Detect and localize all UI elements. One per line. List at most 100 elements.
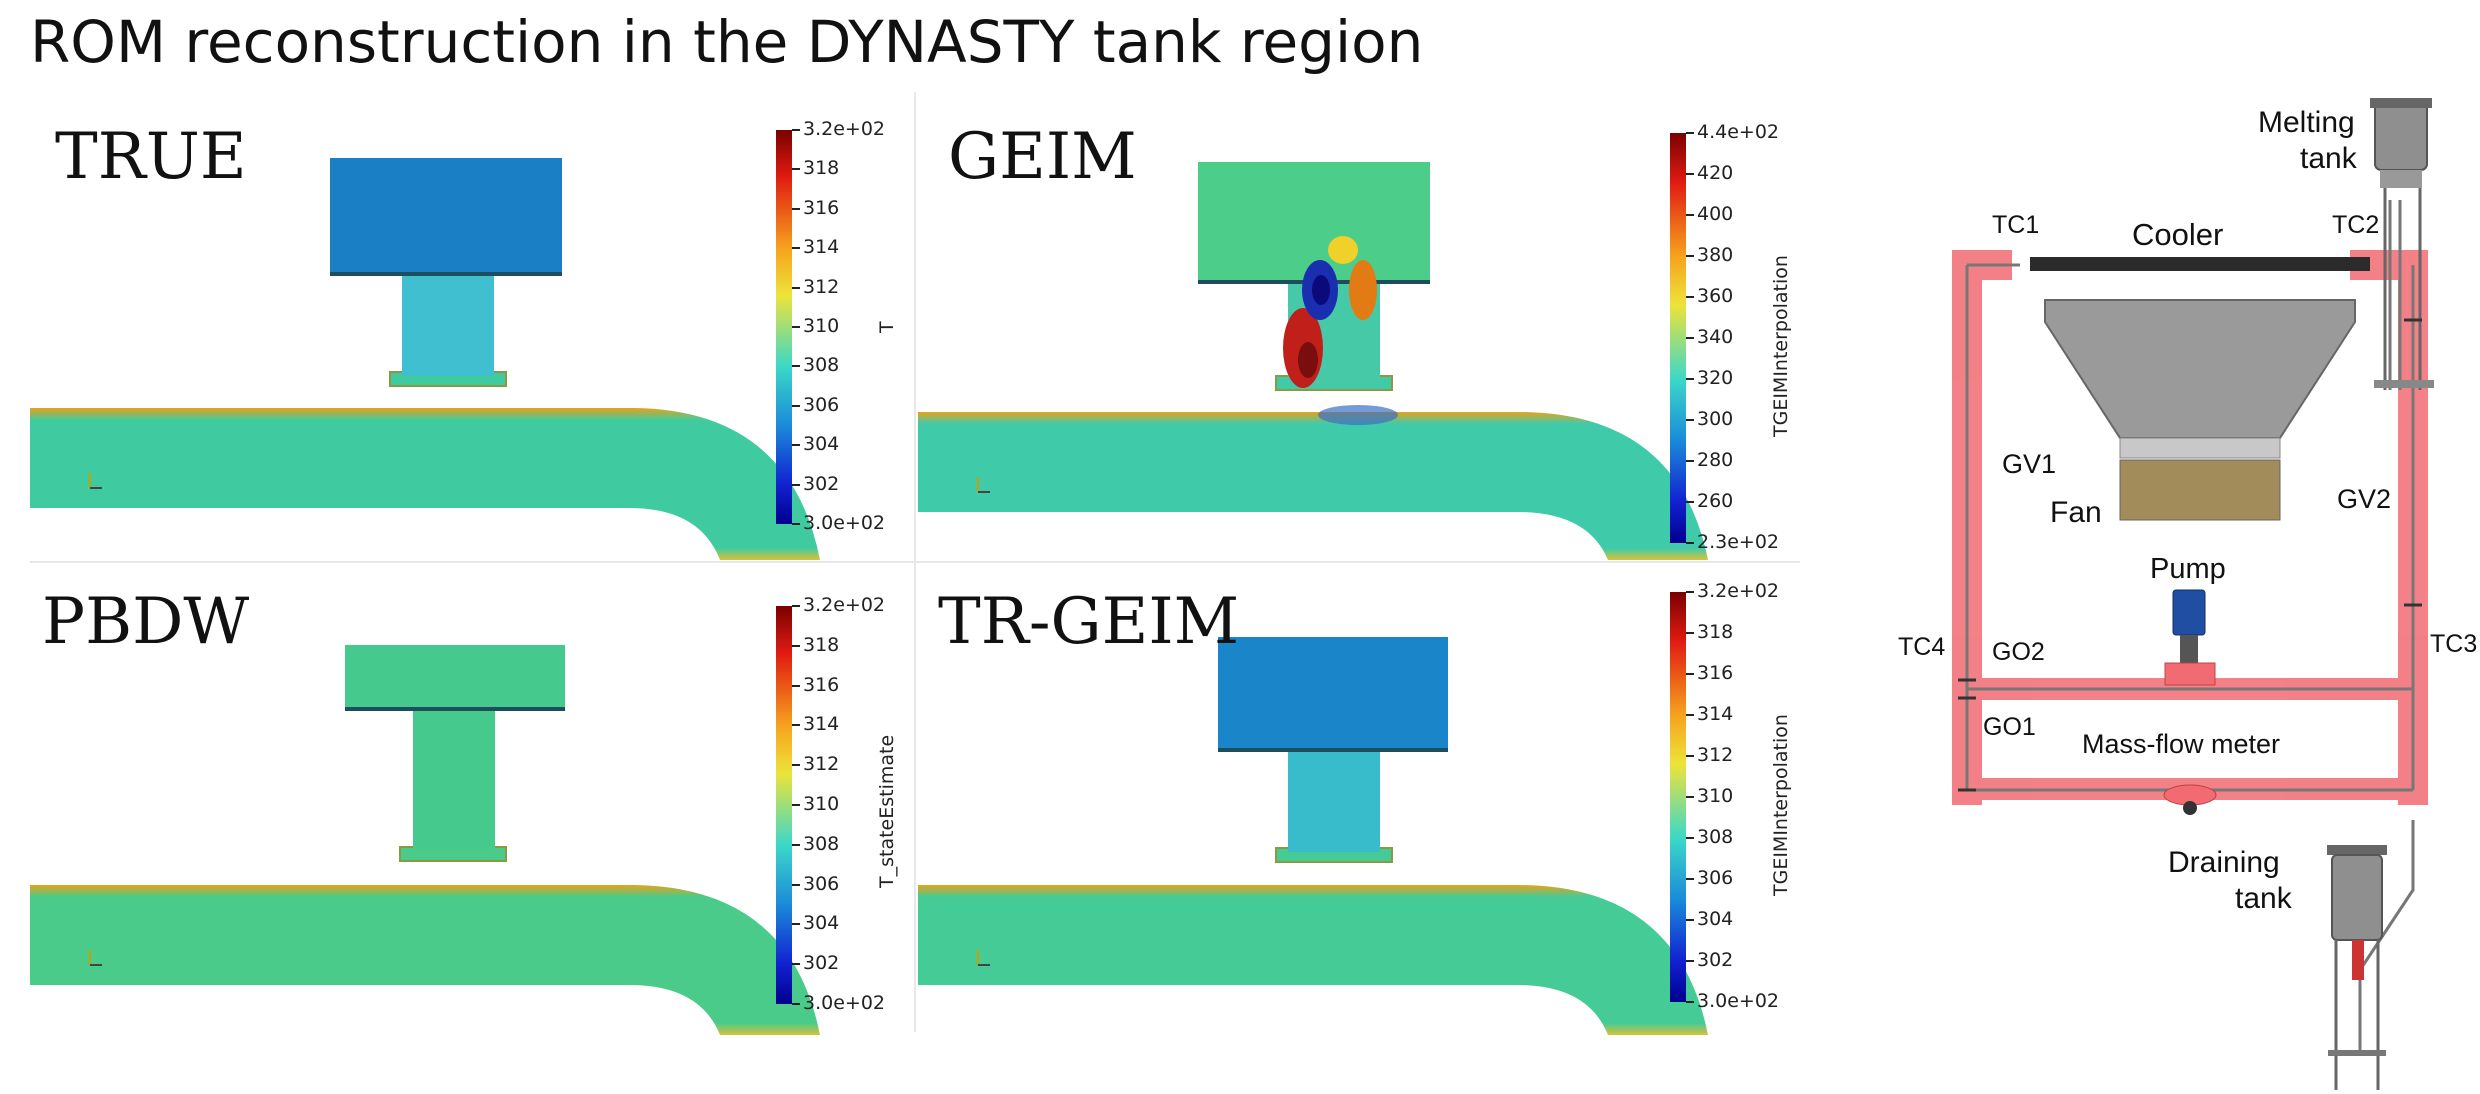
- colorbar-tick: [1686, 337, 1694, 339]
- colorbar-tick: [1686, 673, 1694, 675]
- draining-tank: [2327, 845, 2387, 1090]
- colorbar-tick-label: 302: [803, 952, 840, 975]
- mass-flow-meter-label: Mass-flow meter: [2082, 729, 2280, 759]
- colorbar-tick-label: 280: [1697, 449, 1734, 471]
- temperature-field: [30, 645, 820, 1035]
- colorbar-tick: [792, 129, 800, 131]
- colorbar-tick-label: 300: [1697, 408, 1734, 430]
- draining-tank-label-1: Draining: [2168, 846, 2280, 879]
- colorbar-gradient: [1670, 592, 1686, 1002]
- colorbar-tick-label: 314: [803, 713, 840, 736]
- colorbar-tick: [1686, 173, 1694, 175]
- colorbar-variable-label: TGEIMInterpolation: [1770, 255, 1792, 437]
- colorbar-tick: [1686, 419, 1694, 421]
- colorbar-tick-label: 312: [803, 275, 840, 298]
- colorbar-tick: [792, 883, 800, 886]
- colorbar-tick: [792, 483, 800, 486]
- colorbar-tick: [1686, 501, 1694, 503]
- colorbar-tick: [1686, 378, 1694, 380]
- colorbar-tick-label: 304: [803, 433, 840, 456]
- colorbar-tick-label: 304: [1697, 908, 1734, 930]
- colorbar-tick-label: 318: [1697, 621, 1734, 643]
- colorbar-tick: [792, 404, 800, 407]
- colorbar-tick: [1686, 837, 1694, 839]
- draining-tank-label-2: tank: [2235, 882, 2293, 915]
- colorbar-tick-label: 310: [1697, 785, 1734, 807]
- melting-tank-label-2: tank: [2300, 142, 2358, 175]
- colorbar-tick-label: 302: [803, 472, 840, 495]
- temperature-field: [918, 637, 1708, 1035]
- fan-body: [2119, 437, 2281, 459]
- piping: [1965, 200, 2415, 1050]
- colorbar-tick-label: 3.0e+02: [803, 512, 886, 534]
- colorbar-tick-label: 310: [803, 793, 840, 815]
- colorbar-tick-label: 3.0e+02: [1697, 990, 1780, 1012]
- colorbar-tick: [792, 804, 800, 806]
- colorbar-tick: [792, 207, 800, 210]
- panel-label: TR-GEIM: [938, 585, 1240, 659]
- horizontal-divider: [30, 561, 1800, 563]
- colorbar-tick: [792, 523, 800, 525]
- colorbar-tick-label: 308: [803, 832, 840, 855]
- colorbar-tick-label: 312: [1697, 744, 1734, 766]
- colorbar-tick: [792, 1003, 800, 1005]
- colorbar-tick: [1686, 542, 1694, 544]
- cooler-label: Cooler: [2132, 217, 2223, 252]
- colorbar-tick-label: 3.2e+02: [1697, 580, 1780, 602]
- colorbar-tick: [1686, 1001, 1694, 1003]
- colorbar-tick-label: 420: [1697, 162, 1734, 184]
- colorbar-tick-label: 306: [803, 393, 840, 416]
- panel-pbdw: PBDW: [30, 565, 910, 1035]
- fan-hood: [2044, 299, 2356, 439]
- colorbar-tick: [1686, 591, 1694, 593]
- colorbar-tick-label: 360: [1697, 285, 1734, 307]
- panel-true: TRUE: [30, 90, 910, 560]
- colorbar-tick-label: 380: [1697, 244, 1734, 266]
- colorbar-tick-label: 318: [803, 633, 840, 656]
- cooler-coil: [2030, 257, 2370, 271]
- colorbar-tick: [1686, 796, 1694, 798]
- colorbar-tick: [1686, 878, 1694, 880]
- melting-tank-label-1: Melting: [2258, 106, 2355, 139]
- fan-label: Fan: [2050, 496, 2102, 529]
- go1-label: GO1: [1983, 713, 2036, 741]
- tc4-label: TC4: [1898, 633, 1945, 661]
- colorbar-tick-label: 318: [803, 157, 840, 180]
- colorbar-gradient: [776, 606, 792, 1004]
- colorbar-tick-label: 314: [1697, 703, 1734, 725]
- colorbar-tick-label: 314: [803, 236, 840, 259]
- colorbar-tick-label: 310: [803, 315, 840, 337]
- temperature-field: [30, 158, 820, 560]
- colorbar-tick: [792, 963, 800, 966]
- colorbar-tick-label: 306: [803, 872, 840, 895]
- colorbar-tick: [1686, 132, 1694, 134]
- colorbar-tick-label: 312: [803, 753, 840, 776]
- go2-label: GO2: [1992, 638, 2045, 666]
- colorbar-tick: [792, 326, 800, 328]
- colorbar-tick: [1686, 960, 1694, 962]
- colorbar-tick: [792, 724, 800, 727]
- colorbar-tick: [1686, 714, 1694, 716]
- colorbar-gradient: [776, 130, 792, 524]
- dynasty-schematic: Melting tank TC1 TC2 Cooler GV1 Fan GV2 …: [1898, 98, 2477, 1090]
- colorbar-tick-label: 304: [803, 912, 840, 935]
- colorbar-tick: [792, 444, 800, 447]
- melting-tank: [2370, 98, 2434, 390]
- colorbar-tick-label: 308: [803, 354, 840, 377]
- colorbar-tick-label: 316: [1697, 662, 1734, 684]
- colorbar-gradient: [1670, 133, 1686, 543]
- gv1-label: GV1: [2002, 449, 2056, 479]
- tc2-label: TC2: [2332, 211, 2379, 239]
- colorbar-tick-label: 4.4e+02: [1697, 121, 1780, 143]
- colorbar-tick-label: 400: [1697, 203, 1734, 225]
- temperature-field: [918, 162, 1708, 560]
- colorbar-variable-label: T: [876, 320, 898, 333]
- colorbar-tick: [1686, 919, 1694, 921]
- colorbar-tick-label: 308: [1697, 826, 1734, 848]
- colorbar-variable-label: T_stateEstimate: [876, 734, 898, 888]
- panel-label: PBDW: [42, 585, 250, 659]
- colorbar-tick-label: 316: [803, 196, 840, 219]
- colorbar-tick-label: 2.3e+02: [1697, 531, 1780, 553]
- colorbar-tick: [1686, 755, 1694, 757]
- tc3-label: TC3: [2430, 630, 2477, 658]
